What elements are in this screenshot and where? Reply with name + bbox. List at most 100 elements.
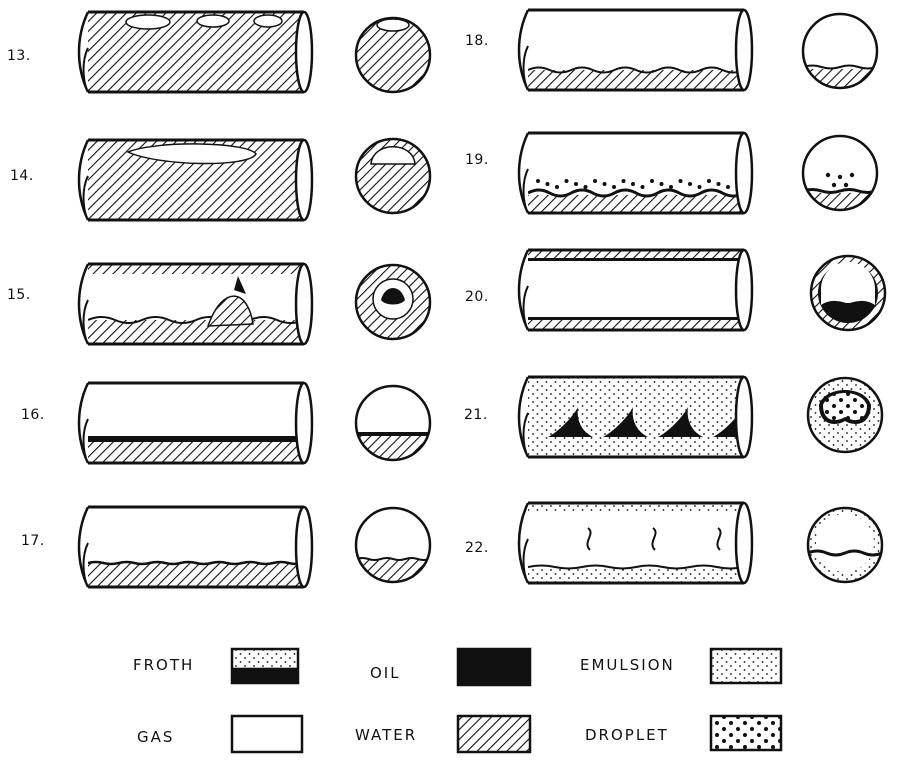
legend-label-oil: OIL — [370, 664, 401, 682]
pipe-right-end — [734, 248, 754, 332]
section-interior — [356, 18, 430, 92]
pattern-number-21: 21. — [464, 407, 488, 423]
legend-swatch-oil — [456, 647, 532, 687]
pipe-right-end — [294, 138, 314, 222]
pipe-right-end — [734, 131, 754, 215]
pipe-interior — [528, 250, 744, 330]
cross-section — [801, 12, 879, 90]
droplet — [631, 182, 635, 186]
cross-section — [354, 263, 432, 341]
oil-layer — [88, 436, 304, 442]
section-interior — [803, 14, 877, 88]
pattern-number-19: 19. — [465, 152, 489, 168]
legend-label-water: WATER — [355, 726, 418, 744]
pipe-left-lip — [522, 168, 529, 214]
droplet — [659, 182, 664, 186]
pipe-right-end — [734, 501, 754, 585]
section-outline — [354, 506, 432, 584]
pattern-number-15: 15. — [7, 287, 31, 303]
pipe-right-end — [294, 505, 314, 589]
pipe-right-end — [294, 381, 314, 465]
section-interior — [356, 265, 430, 339]
flow-pattern-churn-froth — [77, 262, 432, 346]
pipe-interior — [528, 503, 744, 583]
section-interior — [803, 136, 877, 210]
pattern-number-18: 18. — [465, 33, 489, 49]
oil-drop — [234, 276, 246, 294]
pipe-left-lip — [522, 538, 529, 584]
legend-label-emulsion: EMULSION — [580, 656, 675, 674]
pipe-right-end — [294, 10, 314, 94]
pipe-left-lip — [82, 47, 89, 93]
flow-pattern-annular-froth-emulsion — [517, 375, 884, 459]
flow-pattern-stratified-wavy-water-froth — [517, 8, 879, 92]
cross-section — [806, 506, 884, 584]
cross-section — [809, 254, 887, 332]
oil-wave — [548, 407, 593, 437]
churn-wave — [206, 295, 254, 327]
section-interior — [356, 139, 430, 213]
pattern-number-22: 22. — [465, 540, 489, 556]
pattern-number-14: 14. — [10, 168, 34, 184]
gas-bubble — [196, 14, 230, 28]
pipe-left-lip — [522, 285, 529, 331]
pipe-interior — [528, 377, 744, 457]
droplet — [602, 182, 607, 186]
section-outline — [354, 263, 432, 341]
legend-swatch-emulsion — [709, 647, 783, 685]
legend-swatch-froth — [230, 647, 300, 685]
droplet — [621, 179, 626, 183]
pipe-interior — [88, 507, 304, 587]
droplet — [536, 179, 540, 183]
pipe-interior — [88, 12, 304, 92]
cross-section — [801, 134, 879, 212]
section-outline — [806, 506, 884, 584]
section-interior — [811, 256, 885, 330]
legend-swatch-droplet — [709, 714, 783, 752]
flow-pattern-stratified-droplets-over-water — [517, 131, 879, 215]
droplet — [574, 182, 578, 186]
section-outline — [354, 384, 432, 462]
pipe-left-lip — [82, 418, 89, 464]
droplet — [678, 179, 683, 183]
section-interior — [808, 508, 882, 582]
pattern-number-17: 17. — [21, 533, 45, 549]
legend-label-droplet: DROPLET — [585, 726, 669, 744]
droplet-trail — [651, 527, 657, 551]
section-outline — [354, 16, 432, 94]
droplet — [593, 179, 597, 183]
section-interior — [808, 378, 882, 452]
legend-label-gas: GAS — [137, 728, 175, 746]
legend-swatch-water — [456, 714, 532, 754]
pipe-interior — [88, 383, 304, 463]
droplet — [640, 185, 645, 189]
pipe-right-end — [294, 262, 314, 346]
pattern-number-16: 16. — [21, 407, 45, 423]
oil-wave — [603, 407, 648, 437]
droplet — [669, 185, 673, 189]
pipe-left-lip — [82, 175, 89, 221]
gas-bubble — [253, 14, 283, 28]
pattern-number-13: 13. — [7, 48, 31, 64]
cross-section — [354, 384, 432, 462]
pipe-left-lip — [522, 45, 529, 91]
pipe-interior — [528, 10, 744, 90]
flow-pattern-water-continuous-gas-pockets — [77, 10, 432, 94]
pipe-left-lip — [82, 299, 89, 345]
pipe-interior — [88, 140, 304, 220]
droplet — [612, 185, 616, 189]
oil-wave — [658, 407, 703, 437]
cross-section — [354, 506, 432, 584]
droplet — [555, 185, 559, 189]
flow-pattern-annular-emulsion-droplets — [517, 501, 884, 585]
gas-bubble — [125, 14, 171, 30]
gas-slug — [126, 143, 257, 165]
pipe-left-lip — [82, 542, 89, 588]
droplet — [583, 185, 588, 189]
pipe-right-end — [734, 8, 754, 92]
legend-swatch-gas — [230, 714, 304, 754]
flow-pattern-stratified-oil-over-water — [77, 381, 432, 465]
droplet — [726, 185, 730, 189]
cross-section — [354, 137, 432, 215]
